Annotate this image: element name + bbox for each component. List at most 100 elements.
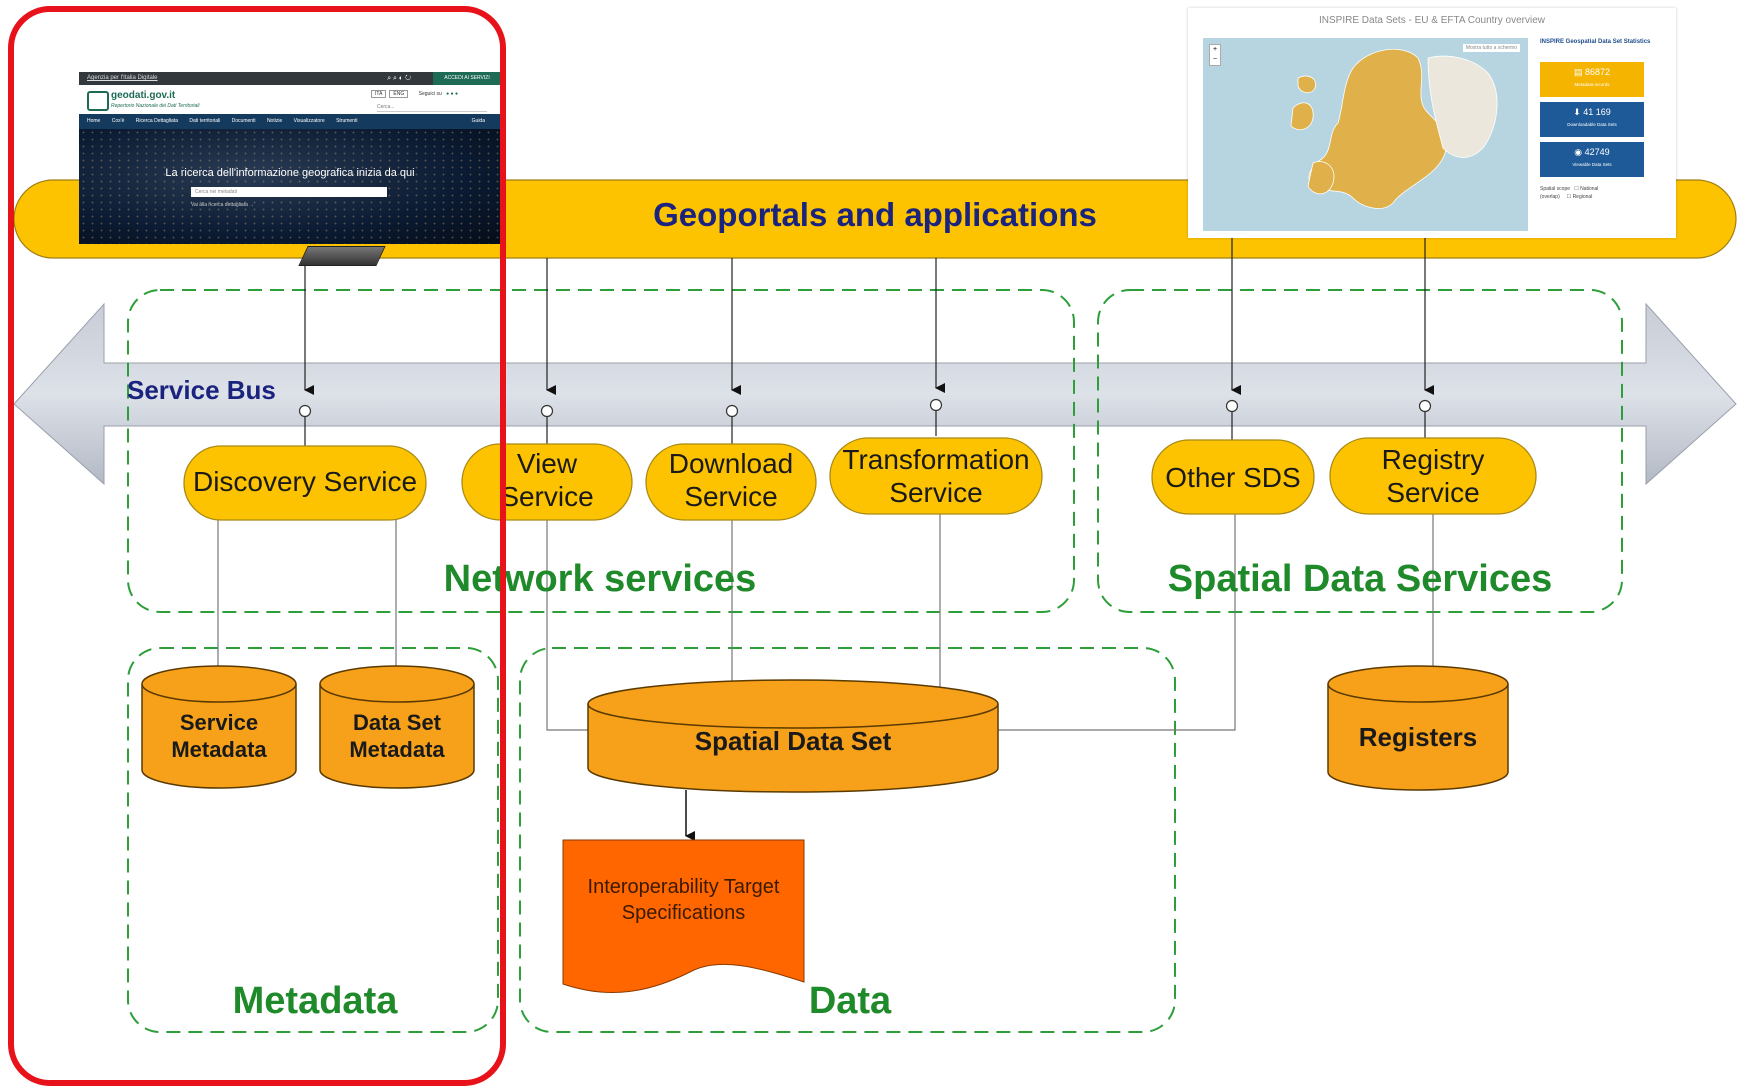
geodati-logo-icon: [87, 91, 109, 111]
transformation-service-node: [829, 437, 1043, 515]
view-service-label: View Service: [462, 447, 632, 513]
dataset-metadata-line-1: Data Set: [352, 710, 442, 735]
seguici-label: Seguici su: [418, 91, 442, 97]
night-lights-map: [79, 129, 501, 244]
viewable-label: Viewable Data Sets: [1572, 162, 1612, 167]
data-title: Data: [808, 980, 892, 1022]
nav-guida[interactable]: Guida: [471, 118, 485, 124]
data-group: [519, 647, 1176, 1033]
document-line-1: Interoperability Target: [587, 876, 780, 898]
lang-eng[interactable]: ENG: [389, 90, 409, 98]
service-bus-arrow: [13, 302, 1737, 486]
registry-service-label: Registry Service: [1330, 443, 1536, 509]
spatial-data-services-title: Spatial Data Services: [1167, 558, 1553, 600]
map-zoom-control[interactable]: +−: [1209, 44, 1221, 66]
eye-icon: ◉: [1574, 147, 1585, 157]
geodati-nav: Home Cos'è Ricerca Dettagliata Dati terr…: [79, 114, 501, 129]
nav-ricerca[interactable]: Ricerca Dettagliata: [135, 118, 179, 124]
nav-visualizzatore[interactable]: Visualizzatore: [293, 118, 325, 124]
download-service-node: [645, 443, 817, 521]
metadata-group: [127, 647, 499, 1033]
spatial-data-services-group: [1097, 289, 1623, 613]
site-subtitle: Repertorio Nazionale dei Dati Territoria…: [111, 103, 200, 109]
geodati-topbar: Agenzia per l'Italia Digitale ⌕ ⌕ ◐ ↻ AC…: [79, 72, 501, 85]
advanced-search-link[interactable]: Vai alla ricerca dettagliata →: [191, 202, 255, 208]
bus-port: [929, 398, 943, 412]
lang-ita[interactable]: ITA: [371, 90, 387, 98]
dataset-metadata-line-2: Metadata: [349, 737, 445, 762]
site-title[interactable]: geodati.gov.it: [111, 90, 176, 101]
nav-cose[interactable]: Cos'è: [111, 118, 125, 124]
accedi-button[interactable]: ACCEDI AI SERVIZI: [433, 72, 501, 85]
registry-service-node: [1329, 437, 1537, 515]
nav-strumenti[interactable]: Strumenti: [336, 118, 358, 124]
header-search-input[interactable]: Cerca...: [377, 104, 487, 112]
downloadable-value: 41 169: [1583, 107, 1611, 117]
spatial-data-set-store: [587, 679, 999, 793]
dataset-metadata-store: [319, 665, 475, 789]
metadata-records-label: Metadata records: [1574, 82, 1610, 87]
geodati-header: geodati.gov.it Repertorio Nazionale dei …: [79, 85, 501, 114]
inspire-stats-panel: INSPIRE Geospatial Data Set Statistics ▤…: [1540, 38, 1666, 201]
other-sds-label: Other SDS: [1165, 462, 1301, 493]
legend-regional[interactable]: Regional: [1572, 194, 1593, 200]
geodati-portal-screenshot: Agenzia per l'Italia Digitale ⌕ ⌕ ◐ ↻ AC…: [79, 72, 501, 244]
legend-national[interactable]: National: [1580, 186, 1599, 192]
service-metadata-store: [141, 665, 297, 789]
viewable-stat: ◉ 42749 Viewable Data Sets: [1540, 142, 1644, 177]
document-line-2: Specifications: [621, 902, 746, 924]
view-service-line-1: View: [516, 448, 578, 479]
agency-link[interactable]: Agenzia per l'Italia Digitale: [87, 75, 158, 81]
registry-service-line-1: Registry: [1381, 444, 1485, 475]
download-service-line-1: Download: [668, 448, 794, 479]
document-icon: ▤: [1573, 67, 1585, 77]
nav-home[interactable]: Home: [87, 118, 101, 124]
download-icon: ⬇: [1573, 107, 1584, 117]
map-fullscreen-button[interactable]: Mostra tutto a schermo: [1462, 44, 1520, 52]
service-bus-label: Service Bus: [127, 375, 276, 405]
bus-port: [298, 404, 312, 418]
metadata-records-stat: ▤ 86872 Metadata records: [1540, 62, 1644, 97]
europe-map[interactable]: +− Mostra tutto a schermo: [1203, 38, 1528, 231]
other-sds-node: [1151, 439, 1315, 515]
spatial-data-set-label: Spatial Data Set: [694, 726, 892, 756]
interoperability-document-label: Interoperability Target Specifications: [563, 874, 804, 926]
transformation-service-line-2: Service: [889, 477, 983, 508]
map-legend: Spatial scope ☐ National (overlap) ☐ Reg…: [1540, 185, 1666, 201]
hero-search-input[interactable]: Cerca nei metadati: [191, 187, 387, 197]
legend-scope: Spatial scope ☐ National: [1540, 186, 1599, 192]
inspire-overview-screenshot: INSPIRE Data Sets - EU & EFTA Country ov…: [1188, 8, 1676, 238]
europe-map-shape: [1203, 38, 1528, 231]
nav-documenti[interactable]: Documenti: [231, 118, 256, 124]
social-icons[interactable]: ● ● ●: [446, 91, 458, 97]
service-metadata-line-2: Metadata: [171, 737, 267, 762]
nav-notizie[interactable]: Notizie: [266, 118, 283, 124]
registers-label: Registers: [1358, 722, 1478, 752]
dataset-metadata-label: Data Set Metadata: [320, 709, 474, 763]
registers-store: [1327, 665, 1509, 791]
discovery-service-node: [183, 445, 427, 521]
nav-dati[interactable]: Dati territoriali: [189, 118, 221, 124]
download-service-line-2: Service: [684, 481, 778, 512]
network-services-title: Network services: [443, 558, 757, 600]
viewable-value: 42749: [1584, 147, 1610, 157]
service-metadata-line-1: Service: [179, 710, 259, 735]
monitor-stand: [298, 246, 386, 266]
download-service-label: Download Service: [646, 447, 816, 513]
legend-overlap: (overlap) ☐ Regional: [1540, 194, 1593, 200]
bus-port: [540, 404, 554, 418]
bus-port: [1418, 399, 1432, 413]
toolbar-icons: ⌕ ⌕ ◐ ↻: [387, 75, 411, 82]
metadata-records-value: 86872: [1584, 67, 1611, 77]
geoportals-label: Geoportals and applications: [653, 196, 1097, 233]
inspire-title: INSPIRE Data Sets - EU & EFTA Country ov…: [1319, 15, 1545, 26]
bus-port: [725, 404, 739, 418]
network-services-group: [127, 289, 1075, 613]
geodati-hero: La ricerca dell'informazione geografica …: [79, 129, 501, 244]
bus-port: [1225, 399, 1239, 413]
metadata-title: Metadata: [232, 980, 398, 1022]
registry-service-line-2: Service: [1386, 477, 1480, 508]
hero-heading: La ricerca dell'informazione geografica …: [165, 167, 415, 179]
discovery-service-label: Discovery Service: [192, 466, 418, 497]
